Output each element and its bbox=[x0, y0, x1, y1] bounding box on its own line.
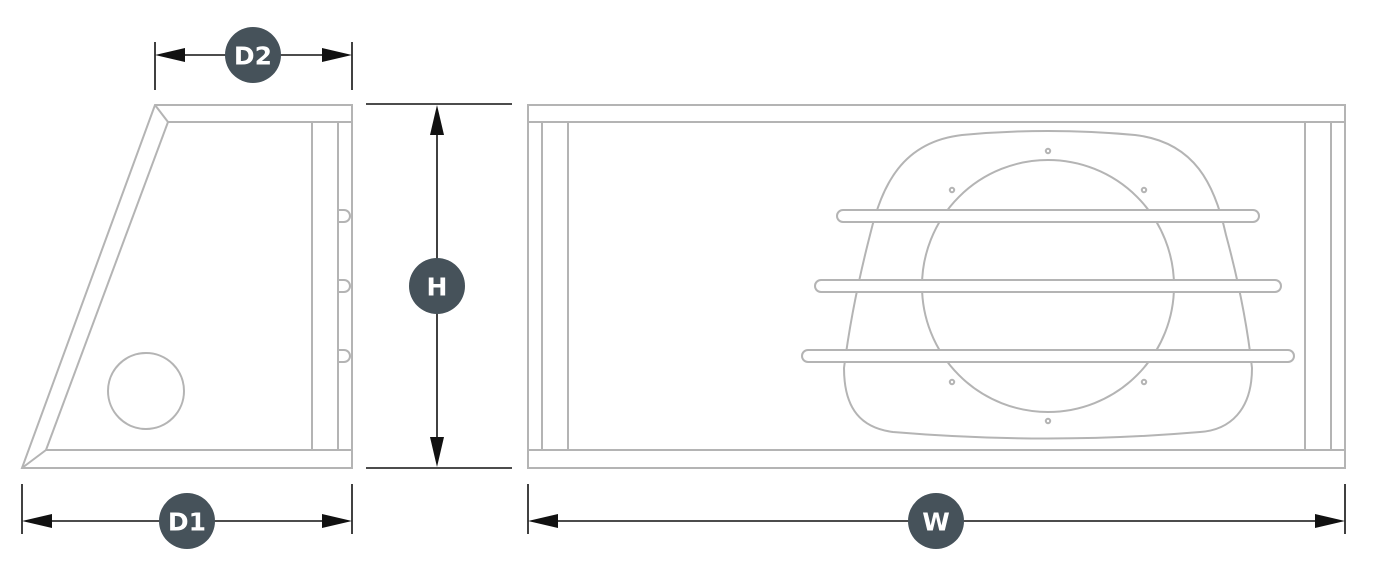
side-view-corner-miter-bottom bbox=[21, 449, 47, 469]
mounting-screw-lower-right bbox=[1140, 378, 1148, 386]
grille-bar-middle bbox=[814, 279, 1282, 293]
side-view-outer-panel bbox=[20, 104, 353, 469]
side-view-port-hole bbox=[107, 352, 185, 430]
side-view-corner-miter-top bbox=[154, 104, 169, 123]
d1-label: D1 bbox=[168, 508, 206, 537]
dimension-w: W bbox=[527, 484, 1346, 549]
w-arrow-left bbox=[528, 514, 558, 528]
dimension-h: H bbox=[366, 103, 512, 469]
dimension-d1: D1 bbox=[21, 484, 353, 549]
d1-label-badge: D1 bbox=[159, 493, 215, 549]
w-arrow-right bbox=[1315, 514, 1345, 528]
w-label-badge: W bbox=[908, 493, 964, 549]
mounting-screw-bottom bbox=[1044, 417, 1052, 425]
front-view bbox=[527, 104, 1346, 469]
d1-arrow-right bbox=[322, 514, 352, 528]
d2-label: D2 bbox=[234, 42, 272, 71]
grille-bar-end-top bbox=[338, 209, 351, 223]
h-arrow-top bbox=[430, 105, 444, 135]
d2-label-badge: D2 bbox=[225, 27, 281, 83]
h-label-badge: H bbox=[409, 258, 465, 314]
mounting-screw-upper-right bbox=[1140, 186, 1148, 194]
side-view-back-baffle bbox=[311, 121, 339, 451]
h-arrow-bottom bbox=[430, 437, 444, 467]
dimension-d2: D2 bbox=[154, 27, 353, 90]
w-label: W bbox=[922, 508, 950, 537]
side-view bbox=[20, 104, 353, 469]
mounting-screw-upper-left bbox=[948, 186, 956, 194]
grille-bar-bottom bbox=[801, 349, 1295, 363]
mounting-screw-lower-left bbox=[948, 378, 956, 386]
d2-arrow-left bbox=[155, 48, 185, 62]
d2-arrow-right bbox=[322, 48, 352, 62]
grille-bar-end-middle bbox=[338, 279, 351, 293]
grille-bar-top bbox=[836, 209, 1260, 223]
front-view-outer-frame bbox=[527, 104, 1346, 469]
side-view-slanted-panel-inner bbox=[45, 121, 169, 451]
grille-bar-end-bottom bbox=[338, 349, 351, 363]
d1-arrow-left bbox=[22, 514, 52, 528]
h-label: H bbox=[427, 273, 448, 302]
mounting-screw-top bbox=[1044, 147, 1052, 155]
